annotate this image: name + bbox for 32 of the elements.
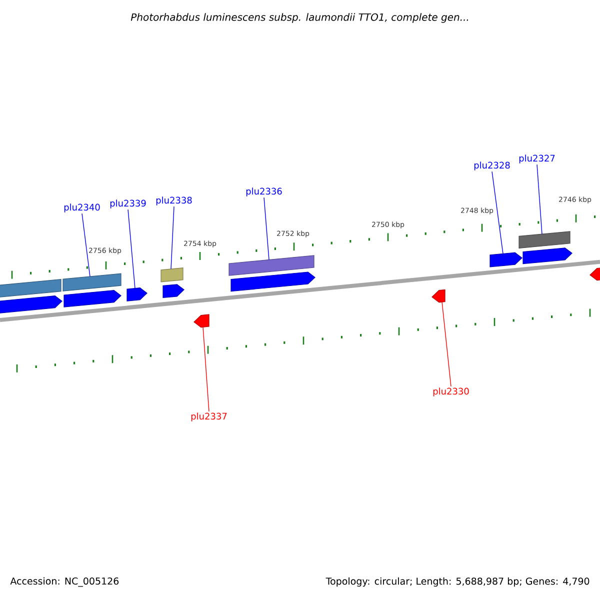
leader-line: [170, 206, 174, 270]
leader-line: [128, 209, 136, 289]
gene-feature: [590, 267, 600, 281]
leader-line: [202, 326, 210, 412]
gene-feature: [490, 252, 522, 268]
gene-label: plu2328: [474, 162, 510, 170]
genome-info-text: Topology: circular; Length: 5,688,987 bp; Genes: 4,790: [326, 577, 590, 587]
gene-feature: [194, 314, 210, 328]
gene-feature: [126, 288, 148, 302]
leader-line: [536, 164, 542, 234]
title: Photorhabdus luminescens subsp. laumondii TTO1, complete gen...: [130, 13, 468, 23]
gene-label: plu2337: [191, 412, 227, 422]
gene-label: plu2327: [519, 154, 555, 164]
gene-feature: [432, 289, 446, 303]
gene-feature: [0, 296, 62, 314]
accession-text: Accession: NC_005126: [10, 577, 119, 587]
gene-feature: [230, 272, 316, 292]
gene-bar: [160, 267, 184, 282]
leader-line: [82, 213, 90, 277]
gene-label: plu2340: [64, 204, 100, 212]
gene-label: plu2339: [110, 200, 146, 208]
gene-label: plu2330: [433, 388, 469, 396]
gene-feature: [522, 248, 572, 264]
gene-bar: [62, 273, 122, 292]
gene-label: plu2336: [246, 188, 282, 196]
gene-feature: [64, 290, 122, 308]
leader-line: [492, 171, 504, 254]
gene-bar: [0, 278, 62, 298]
gene-label: plu2338: [156, 196, 192, 206]
leader-line: [264, 197, 270, 260]
gene-bar: [228, 255, 314, 276]
leader-line: [442, 302, 452, 387]
